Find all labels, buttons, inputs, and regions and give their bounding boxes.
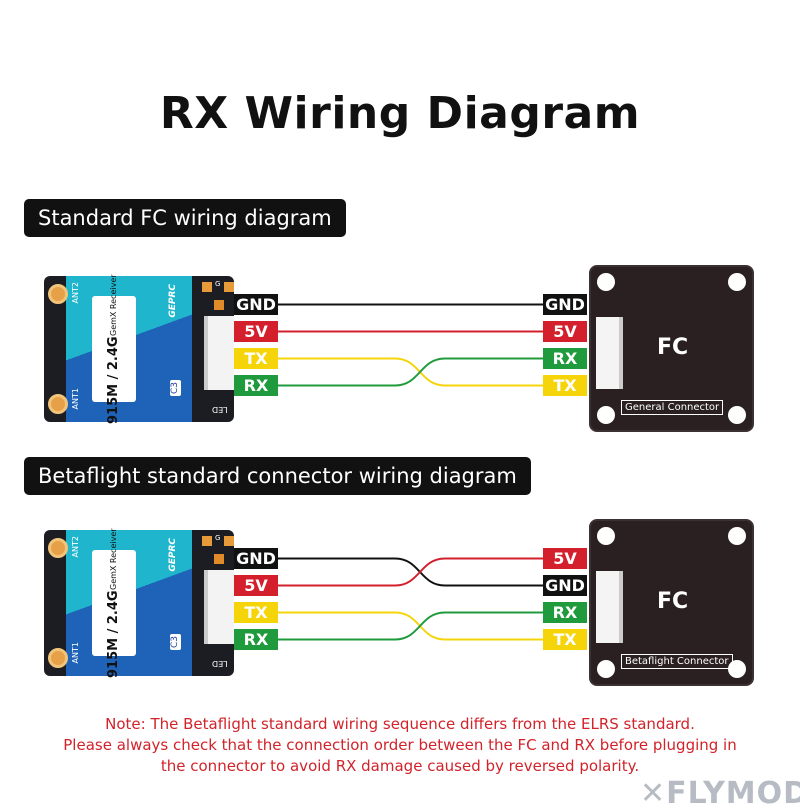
fc-pin-tx: TX	[543, 375, 587, 396]
mount-hole-icon	[597, 527, 615, 545]
ground-pad-label: G	[215, 534, 221, 542]
rx-pin-rx: RX	[234, 375, 278, 396]
fc-pin-5v: 5V	[543, 321, 587, 342]
antenna-connector-icon	[48, 284, 68, 304]
wire-rx	[278, 611, 543, 641]
fc-pin-tx: TX	[543, 629, 587, 650]
fc-pin-gnd: GND	[543, 294, 587, 315]
fc-pin-gnd: GND	[543, 575, 587, 596]
fc-connector	[596, 571, 623, 643]
mount-hole-icon	[728, 527, 746, 545]
rx-pin-tx: TX	[234, 348, 278, 369]
version-label: C3	[170, 634, 181, 651]
note-line: the connector to avoid RX damage caused …	[160, 757, 640, 775]
warning-note: Note: The Betaflight standard wiring seq…	[0, 714, 800, 777]
rx-pin-5v: 5V	[234, 575, 278, 596]
ant2-label: ANT2	[71, 282, 80, 304]
brand-logo: GEPRC	[168, 538, 178, 572]
mount-hole-icon	[728, 406, 746, 424]
mount-hole-icon	[597, 273, 615, 291]
mount-hole-icon	[597, 406, 615, 424]
mount-hole-icon	[597, 660, 615, 678]
ant1-label: ANT1	[71, 642, 80, 664]
section-heading: Standard FC wiring diagram	[24, 199, 346, 237]
fc-pin-rx: RX	[543, 602, 587, 623]
watermark-logo: ✕FLYMOD	[640, 778, 800, 810]
rx-pin-tx: TX	[234, 602, 278, 623]
fc-connector	[596, 317, 623, 389]
fc-label: FC	[657, 589, 689, 614]
propeller-icon: ✕	[640, 776, 667, 811]
fc-label: FC	[657, 335, 689, 360]
fc-pin-5v: 5V	[543, 548, 587, 569]
brand-logo: GEPRC	[168, 284, 178, 318]
wires-betaflight	[278, 557, 543, 641]
antenna-connector-icon	[48, 394, 68, 414]
rx-pin-rx: RX	[234, 629, 278, 650]
flight-controller-board: FC General Connector	[589, 265, 754, 432]
note-line: Please always check that the connection …	[63, 736, 737, 754]
receiver-connector	[204, 570, 234, 644]
rx-pin-gnd: GND	[234, 548, 278, 569]
ant2-label: ANT2	[71, 536, 80, 558]
connector-label: Betaflight Connector	[621, 654, 733, 669]
receiver-model: 915M / 2.4G	[106, 589, 121, 678]
page-title: RX Wiring Diagram	[159, 88, 641, 139]
watermark-text: FLYMOD	[666, 776, 800, 811]
version-label: C3	[170, 380, 181, 397]
antenna-connector-icon	[48, 648, 68, 668]
led-label: LED	[212, 405, 228, 414]
section-heading: Betaflight standard connector wiring dia…	[24, 457, 531, 495]
note-line: Note: The Betaflight standard wiring seq…	[105, 715, 695, 733]
receiver-name: GemX Receiver	[109, 528, 118, 590]
mount-hole-icon	[728, 273, 746, 291]
antenna-connector-icon	[48, 538, 68, 558]
ground-pad-label: G	[215, 280, 221, 288]
led-label: LED	[212, 659, 228, 668]
receiver-model: 915M / 2.4G	[106, 335, 121, 424]
receiver-connector	[204, 316, 234, 390]
wires-standard	[278, 303, 543, 387]
connector-label: General Connector	[621, 400, 724, 415]
rx-pin-gnd: GND	[234, 294, 278, 315]
ant1-label: ANT1	[71, 388, 80, 410]
wire-rx	[278, 357, 543, 387]
receiver-name: GemX Receiver	[109, 274, 118, 336]
wire-5v	[278, 557, 543, 587]
flight-controller-board: FC Betaflight Connector	[589, 519, 754, 686]
rx-pin-5v: 5V	[234, 321, 278, 342]
fc-pin-rx: RX	[543, 348, 587, 369]
